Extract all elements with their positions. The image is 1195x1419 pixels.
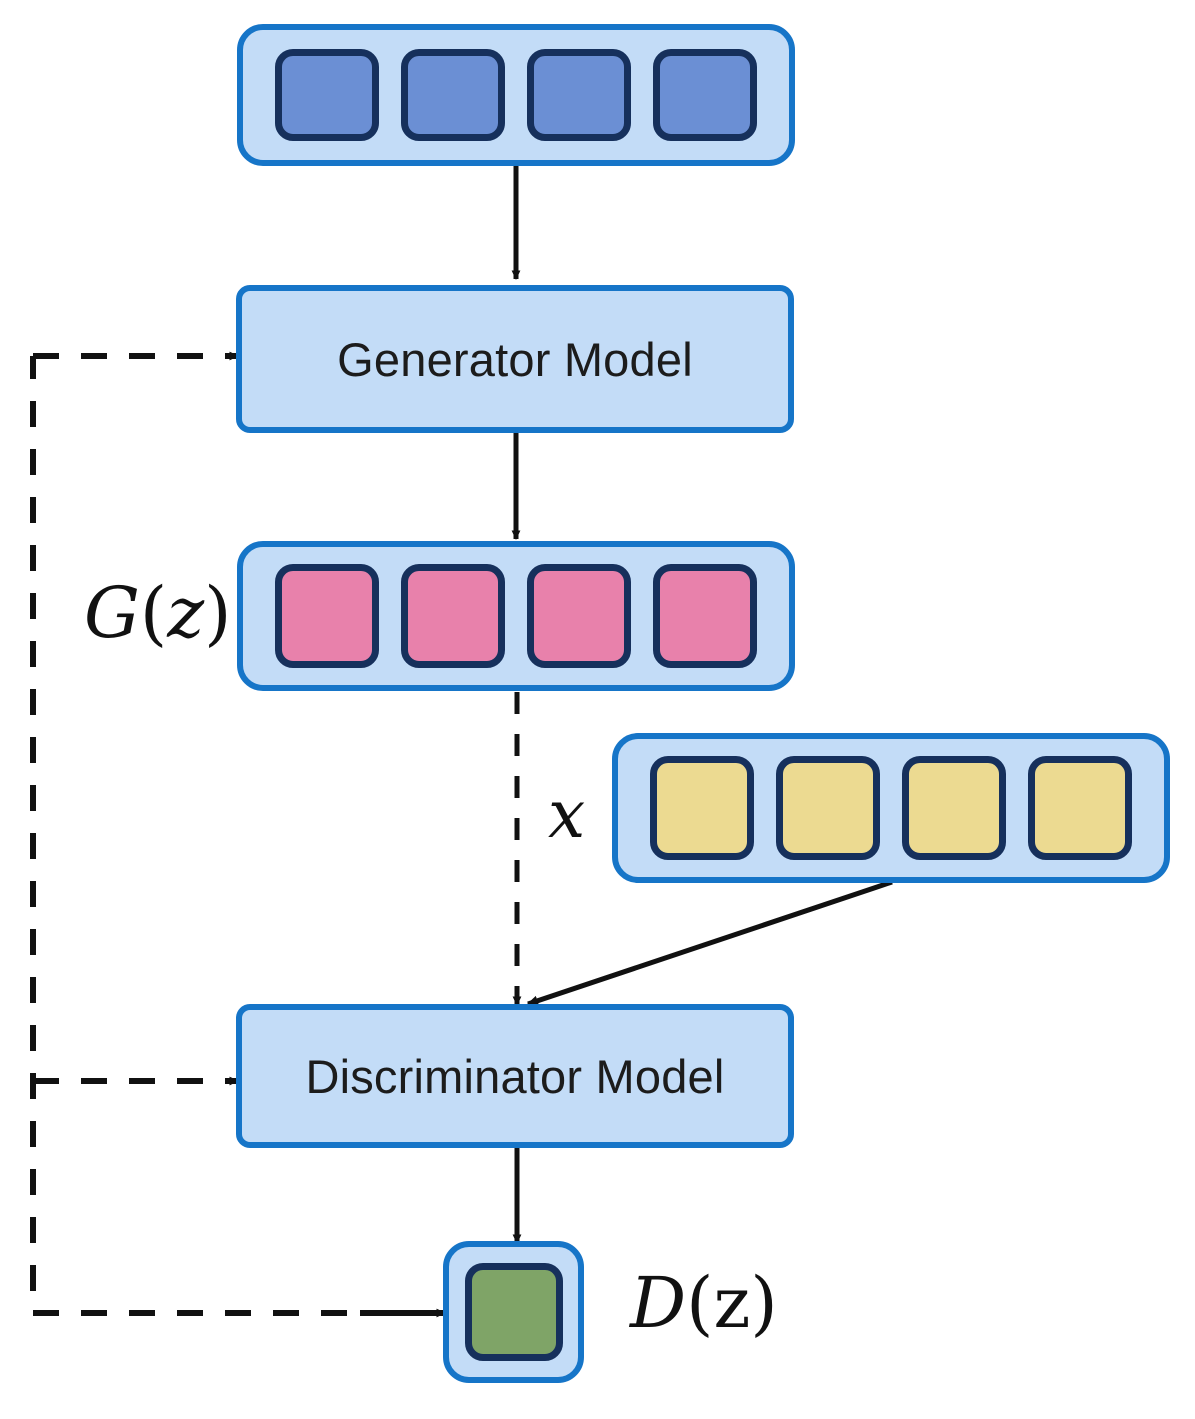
discriminator-output-cell (464, 1263, 563, 1361)
generated-vector-label-close: ) (204, 572, 232, 654)
real-data-vector-label-text: x (548, 776, 586, 853)
discriminator-output-label-arg: z (713, 1262, 751, 1344)
edge-feedback-trunk (30, 356, 443, 1316)
real-data-vector-cell (1028, 756, 1132, 860)
real-data-vector-label: x (548, 782, 585, 848)
discriminator-output-label-fn: D (630, 1262, 687, 1344)
discriminator-model-box[interactable]: Discriminator Model (236, 1004, 794, 1148)
generated-vector-label-open: ( (139, 572, 168, 654)
real-data-vector-panel (612, 733, 1170, 883)
generated-vector-panel (237, 541, 795, 691)
noise-vector-cell (653, 49, 757, 141)
generated-vector-cell (653, 564, 757, 668)
noise-vector-cell (275, 49, 379, 141)
noise-vector-panel (237, 24, 795, 166)
generated-vector-label-arg: z (167, 572, 205, 654)
real-data-vector-cell (902, 756, 1006, 860)
generated-vector-cell (275, 564, 379, 668)
real-data-vector-cell (776, 756, 880, 860)
discriminator-output-panel (443, 1241, 584, 1383)
generated-vector-label: G(z) (84, 578, 231, 648)
generator-model-label: Generator Model (337, 332, 693, 386)
discriminator-model-label: Discriminator Model (305, 1049, 725, 1103)
generated-vector-label-fn: G (84, 572, 140, 654)
noise-vector-cell (527, 49, 631, 141)
discriminator-output-label-close: ) (750, 1262, 778, 1344)
real-data-vector-cell (650, 756, 754, 860)
edge-real-to-discriminator (526, 879, 893, 1007)
generated-vector-cell (401, 564, 505, 668)
discriminator-output-label-open: ( (686, 1262, 714, 1344)
generated-vector-cell (527, 564, 631, 668)
noise-vector-cell (401, 49, 505, 141)
discriminator-output-label: D(z) (630, 1268, 778, 1338)
generator-model-box[interactable]: Generator Model (236, 285, 794, 433)
